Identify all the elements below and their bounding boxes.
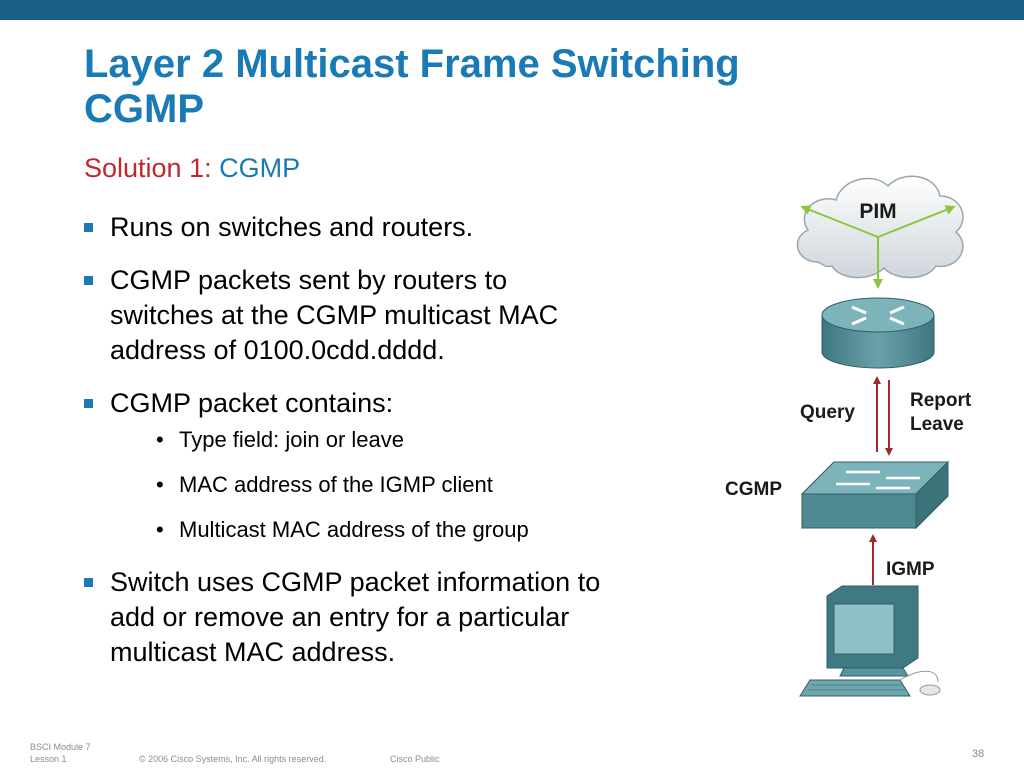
slide-title: Layer 2 Multicast Frame Switching CGMP xyxy=(84,42,904,132)
subtitle-topic: CGMP xyxy=(219,153,301,183)
bullet-item: CGMP packet contains: xyxy=(84,386,744,421)
slide-title-line-2: CGMP xyxy=(84,87,204,131)
sub-bullet-text: Multicast MAC address of the group xyxy=(179,517,529,542)
slide-subtitle: Solution 1: CGMP xyxy=(84,153,300,184)
bullet-square-icon xyxy=(84,276,93,285)
footer-module-line-1: BSCI Module 7 xyxy=(30,742,91,752)
footer-module: BSCI Module 7 Lesson 1 xyxy=(30,741,91,765)
bullet-dot-icon: • xyxy=(156,517,164,542)
bullet-square-icon xyxy=(84,223,93,232)
bullet-text: CGMP packet contains: xyxy=(110,388,394,418)
footer-classification: Cisco Public xyxy=(390,754,440,764)
bullet-text: multicast MAC address. xyxy=(110,637,396,667)
igmp-label: IGMP xyxy=(886,559,935,580)
footer-copyright: © 2006 Cisco Systems, Inc. All rights re… xyxy=(139,754,327,764)
router-icon xyxy=(821,297,935,369)
bullet-item: CGMP packets sent by routers to switches… xyxy=(84,263,744,368)
top-bar xyxy=(0,0,1024,20)
switch-icon xyxy=(800,460,950,530)
bullet-text: CGMP packets sent by routers to xyxy=(110,265,508,295)
bullet-dot-icon: • xyxy=(156,472,164,497)
slide-title-line-1: Layer 2 Multicast Frame Switching xyxy=(84,42,740,86)
bullet-list: Runs on switches and routers. CGMP packe… xyxy=(84,210,744,688)
pim-cloud-icon: PIM xyxy=(796,175,964,289)
bullet-text: add or remove an entry for a particular xyxy=(110,602,570,632)
bullet-item: Switch uses CGMP packet information to a… xyxy=(84,565,744,670)
bullet-text: address of 0100.0cdd.dddd. xyxy=(110,335,445,365)
cgmp-label: CGMP xyxy=(725,479,782,500)
subtitle-lead: Solution 1: xyxy=(84,153,212,183)
bullet-text: Runs on switches and routers. xyxy=(110,212,474,242)
sub-bullet-text: MAC address of the IGMP client xyxy=(179,472,493,497)
bullet-square-icon xyxy=(84,578,93,587)
bullet-text: Switch uses CGMP packet information to xyxy=(110,567,601,597)
query-label: Query xyxy=(800,402,855,423)
bullet-text: switches at the CGMP multicast MAC xyxy=(110,300,559,330)
bullet-item: Runs on switches and routers. xyxy=(84,210,744,245)
sub-bullet-item: • Type field: join or leave xyxy=(156,427,744,453)
bullet-square-icon xyxy=(84,399,93,408)
workstation-icon xyxy=(799,585,941,697)
sub-bullet-item: • Multicast MAC address of the group xyxy=(156,517,744,543)
cloud-label: PIM xyxy=(859,200,896,223)
bullet-dot-icon: • xyxy=(156,427,164,452)
sub-bullet-item: • MAC address of the IGMP client xyxy=(156,472,744,498)
leave-label: Leave xyxy=(910,414,964,435)
footer-module-line-2: Lesson 1 xyxy=(30,754,67,764)
report-label: Report xyxy=(910,390,972,411)
sub-bullet-text: Type field: join or leave xyxy=(179,427,405,452)
page-number: 38 xyxy=(972,748,985,760)
sub-bullet-list: • Type field: join or leave • MAC addres… xyxy=(156,427,744,543)
